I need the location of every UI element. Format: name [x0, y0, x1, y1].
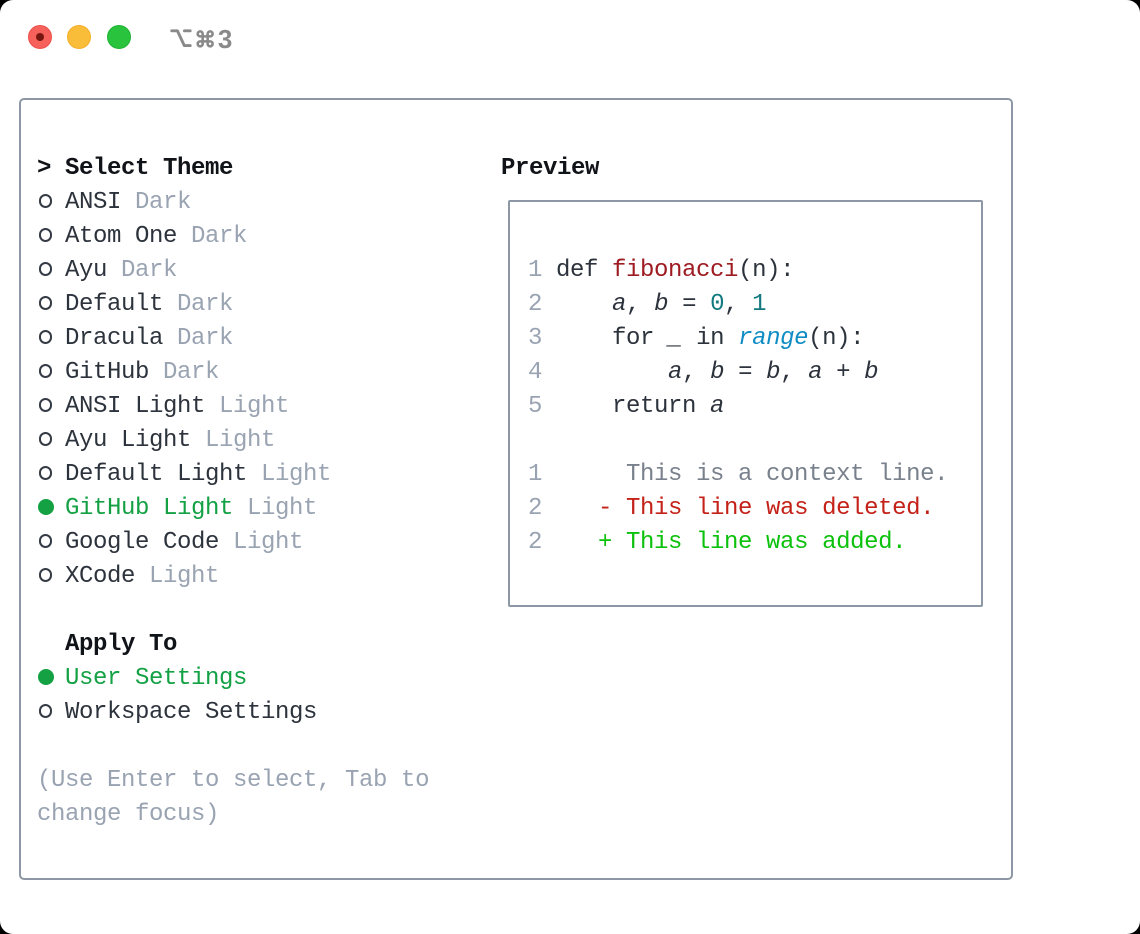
svg-text:3: 3 [218, 27, 232, 51]
